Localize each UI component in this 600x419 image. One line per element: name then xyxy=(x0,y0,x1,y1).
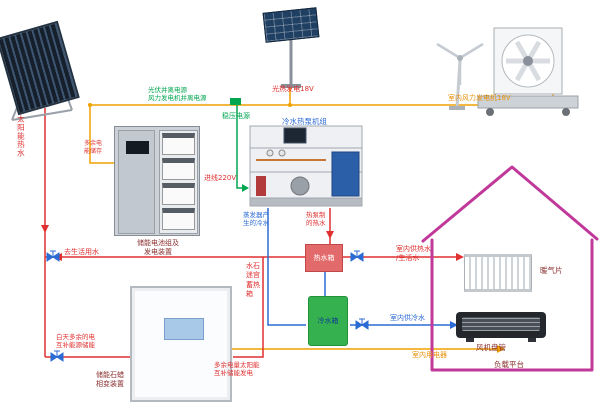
fan-coil-foot xyxy=(528,338,536,342)
battery-cabinet xyxy=(114,126,200,236)
valve-icons xyxy=(46,250,369,362)
label-grid-supply: 光伏并离电源 风力发电机并离电源 xyxy=(148,86,207,103)
hot-tank-label: 热水箱 xyxy=(313,254,335,262)
control-arrow xyxy=(242,184,249,192)
fan-coil-grille xyxy=(462,317,540,331)
pv-panel xyxy=(262,7,320,43)
label-radiator: 暖气片 xyxy=(540,266,563,275)
label-heatpump-hot: 热泵制 的热水 xyxy=(306,211,326,228)
hot-arrow-down xyxy=(41,225,49,233)
label-stabilizer: 稳压电源 xyxy=(222,112,250,120)
power-lines xyxy=(89,86,554,350)
hot-arrow-right xyxy=(456,253,464,261)
fan-coil-foot xyxy=(466,338,474,342)
shelf-module xyxy=(162,158,195,180)
label-indoor-cold: 室内供冷水 xyxy=(390,314,425,322)
label-indoor-hot: 室内供热水 /生活水 xyxy=(396,245,431,262)
pv-mount xyxy=(281,38,301,88)
radiator-unit xyxy=(464,254,532,292)
label-indoor-power: 室内用电器 xyxy=(412,351,447,359)
cold-water-lines xyxy=(267,208,450,326)
control-lines xyxy=(236,105,242,189)
storage-cabinet-display xyxy=(164,318,204,340)
label-daytime-excess: 白天多余的电 互补能源储能 xyxy=(56,333,95,350)
shelf-module xyxy=(162,133,195,155)
cabinet-shelves xyxy=(159,130,198,234)
junction-dot xyxy=(288,103,292,107)
label-pv-power: 光热发电18V xyxy=(272,85,314,93)
cold-arrow-right xyxy=(450,321,458,329)
label-heat-maze: 水石 迷宫 蓄热 箱 xyxy=(246,262,260,299)
label-excess-storage: 多余电量太阳能 互补储能发电 xyxy=(214,361,260,378)
label-battery-cabinet: 储能电池组及 发电装置 xyxy=(137,239,179,256)
label-fan-coil: 风机盘管 xyxy=(476,343,506,352)
wind-turbine xyxy=(436,42,484,110)
label-heat-pump: 冷水热泵机组 xyxy=(282,117,327,126)
junction-dot xyxy=(88,103,92,107)
label-evaporator-cold: 蒸发器产 生的冷水 xyxy=(243,211,269,228)
label-phase-change: 储能石蜡 相变装置 xyxy=(96,371,124,388)
indoor-wind-fan xyxy=(477,27,579,116)
hot-arrow-tank xyxy=(326,231,334,239)
stabilizer-box xyxy=(230,98,241,105)
label-solar-hot-water: 太阳能热水 xyxy=(16,115,26,158)
label-load-platform: 负载平台 xyxy=(494,360,524,369)
label-domestic-water: 去生活用水 xyxy=(64,248,99,256)
shelf-module xyxy=(162,208,195,230)
cabinet-door xyxy=(118,130,155,234)
cold-water-tank: 冷水箱 xyxy=(308,296,348,346)
fan-coil-unit xyxy=(456,312,546,342)
power-arrow xyxy=(497,345,505,353)
label-excess-to-battery: 多余电 能储存 xyxy=(84,140,103,155)
hot-water-tank: 热水箱 xyxy=(305,244,343,272)
cabinet-display xyxy=(126,141,149,154)
label-line-in: 进线220V xyxy=(204,174,237,182)
heat-pump-bench xyxy=(249,125,363,207)
shelf-module xyxy=(162,183,195,205)
cold-tank-label: 冷水箱 xyxy=(317,317,339,325)
storage-cabinet xyxy=(130,286,232,402)
label-indoor-wind-gen: 室内风力发电机18V xyxy=(448,94,511,102)
house-outline xyxy=(421,165,599,372)
